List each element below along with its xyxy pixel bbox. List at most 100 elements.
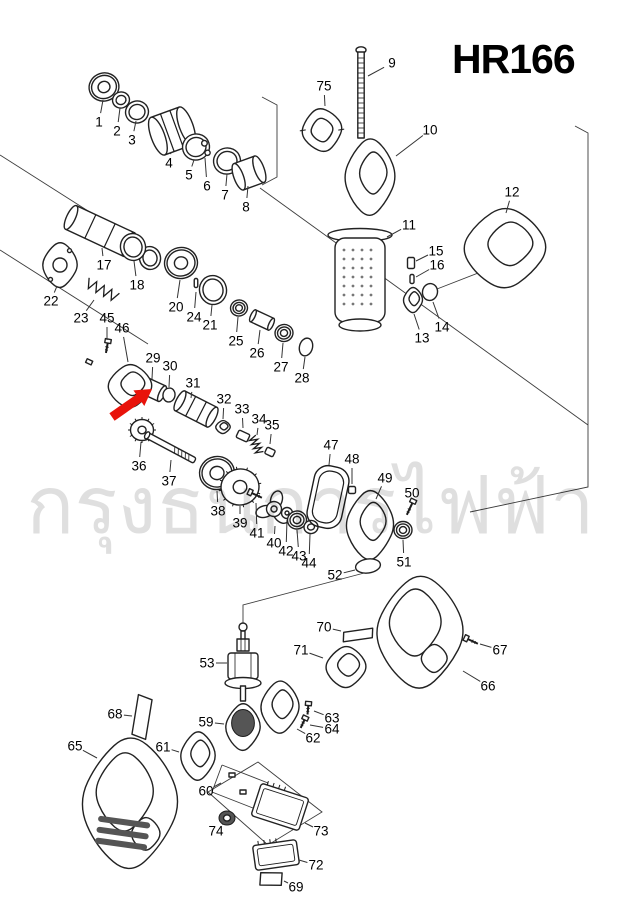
leader-line-3 — [133, 120, 137, 132]
part-shape-53 — [224, 622, 262, 702]
part-shape-72 — [252, 838, 300, 871]
part-label-53: 53 — [199, 656, 214, 671]
leader-line-44 — [308, 533, 311, 555]
part-label-65: 65 — [67, 739, 82, 754]
part-shape-33 — [235, 429, 251, 443]
leader-line-67 — [479, 643, 492, 648]
part-label-11: 11 — [402, 218, 416, 233]
part-shape-24 — [193, 277, 199, 289]
leader-line-42 — [285, 519, 288, 543]
part-shape-8 — [231, 155, 267, 191]
leader-line-18 — [133, 260, 137, 277]
leader-line-31 — [190, 391, 193, 399]
part-label-8: 8 — [242, 200, 250, 215]
part-label-71: 71 — [293, 643, 308, 658]
leader-line-1 — [100, 99, 104, 114]
leader-line-41 — [255, 502, 258, 525]
leader-line-72 — [298, 859, 308, 863]
part-label-48: 48 — [344, 452, 359, 467]
part-label-50: 50 — [404, 486, 419, 501]
leader-line-60 — [213, 782, 222, 788]
part-shape-28 — [298, 337, 314, 357]
part-label-27: 27 — [273, 360, 288, 375]
part-label-41: 41 — [249, 526, 264, 541]
part-shape-1 — [88, 72, 120, 102]
part-shape-73 — [251, 781, 309, 831]
part-label-22: 22 — [43, 294, 58, 309]
unlabeled-part-shape — [228, 772, 236, 778]
part-shape-6 — [200, 139, 211, 157]
part-label-32: 32 — [216, 392, 231, 407]
leader-line-73 — [304, 822, 314, 828]
part-label-10: 10 — [422, 123, 437, 138]
part-label-60: 60 — [198, 784, 213, 799]
part-label-69: 69 — [288, 880, 303, 895]
leader-line-11 — [386, 228, 402, 238]
part-shape-51 — [393, 520, 413, 540]
part-shape-62 — [260, 680, 300, 734]
part-shape-71 — [325, 645, 367, 689]
leader-line-52 — [343, 569, 356, 574]
construction-line — [207, 761, 323, 846]
part-label-40: 40 — [266, 536, 281, 551]
part-label-13: 13 — [414, 331, 429, 346]
part-shape-70 — [342, 627, 374, 643]
part-shape-11 — [327, 227, 393, 332]
part-shape-25 — [229, 299, 249, 317]
leader-line-14 — [432, 301, 440, 319]
leader-line-15 — [415, 254, 429, 262]
part-shape-21 — [198, 274, 228, 306]
part-label-52: 52 — [327, 568, 342, 583]
leader-line-23 — [85, 299, 95, 311]
part-shape-43 — [286, 510, 308, 530]
leader-line-37 — [169, 459, 172, 473]
leader-line-22 — [53, 285, 58, 293]
part-label-28: 28 — [294, 371, 309, 386]
part-shape-52 — [354, 558, 382, 574]
part-label-12: 12 — [504, 185, 519, 200]
part-shape-26 — [248, 309, 276, 331]
leader-line-2 — [117, 107, 121, 123]
part-shape-68 — [131, 693, 153, 741]
leader-line-24 — [194, 291, 197, 309]
part-label-62: 62 — [305, 731, 320, 746]
part-shape-59 — [225, 703, 261, 752]
part-label-47: 47 — [323, 438, 338, 453]
leader-line-30 — [168, 374, 171, 388]
part-label-68: 68 — [107, 707, 122, 722]
part-label-16: 16 — [429, 258, 444, 273]
part-shape-66 — [376, 575, 464, 689]
part-shape-74 — [218, 810, 236, 826]
part-label-33: 33 — [234, 402, 249, 417]
leader-line-21 — [210, 304, 213, 317]
part-label-29: 29 — [145, 351, 160, 366]
part-label-36: 36 — [131, 459, 146, 474]
part-label-30: 30 — [162, 359, 177, 374]
part-label-21: 21 — [202, 318, 217, 333]
part-shape-3 — [124, 100, 150, 124]
leader-line-74 — [222, 823, 224, 825]
part-label-49: 49 — [377, 471, 392, 486]
leader-line-47 — [328, 453, 331, 466]
part-shape-20 — [163, 246, 199, 280]
part-shape-13 — [402, 286, 424, 314]
part-shape-30 — [162, 387, 176, 403]
part-label-70: 70 — [316, 620, 331, 635]
part-shape-2 — [111, 91, 131, 109]
part-label-44: 44 — [301, 556, 317, 571]
leader-line-10 — [395, 135, 424, 157]
part-label-67: 67 — [492, 643, 507, 658]
leader-line-9 — [367, 66, 385, 77]
leader-line-17 — [101, 247, 104, 257]
part-label-38: 38 — [210, 504, 225, 519]
part-label-46: 46 — [114, 321, 129, 336]
leader-line-34 — [256, 427, 259, 436]
unlabeled-part-shape — [239, 789, 247, 795]
leader-line-29 — [151, 366, 154, 380]
part-shape-16 — [409, 273, 415, 285]
construction-line — [0, 249, 149, 345]
leader-line-16 — [415, 269, 430, 278]
part-shape-47 — [306, 464, 350, 530]
